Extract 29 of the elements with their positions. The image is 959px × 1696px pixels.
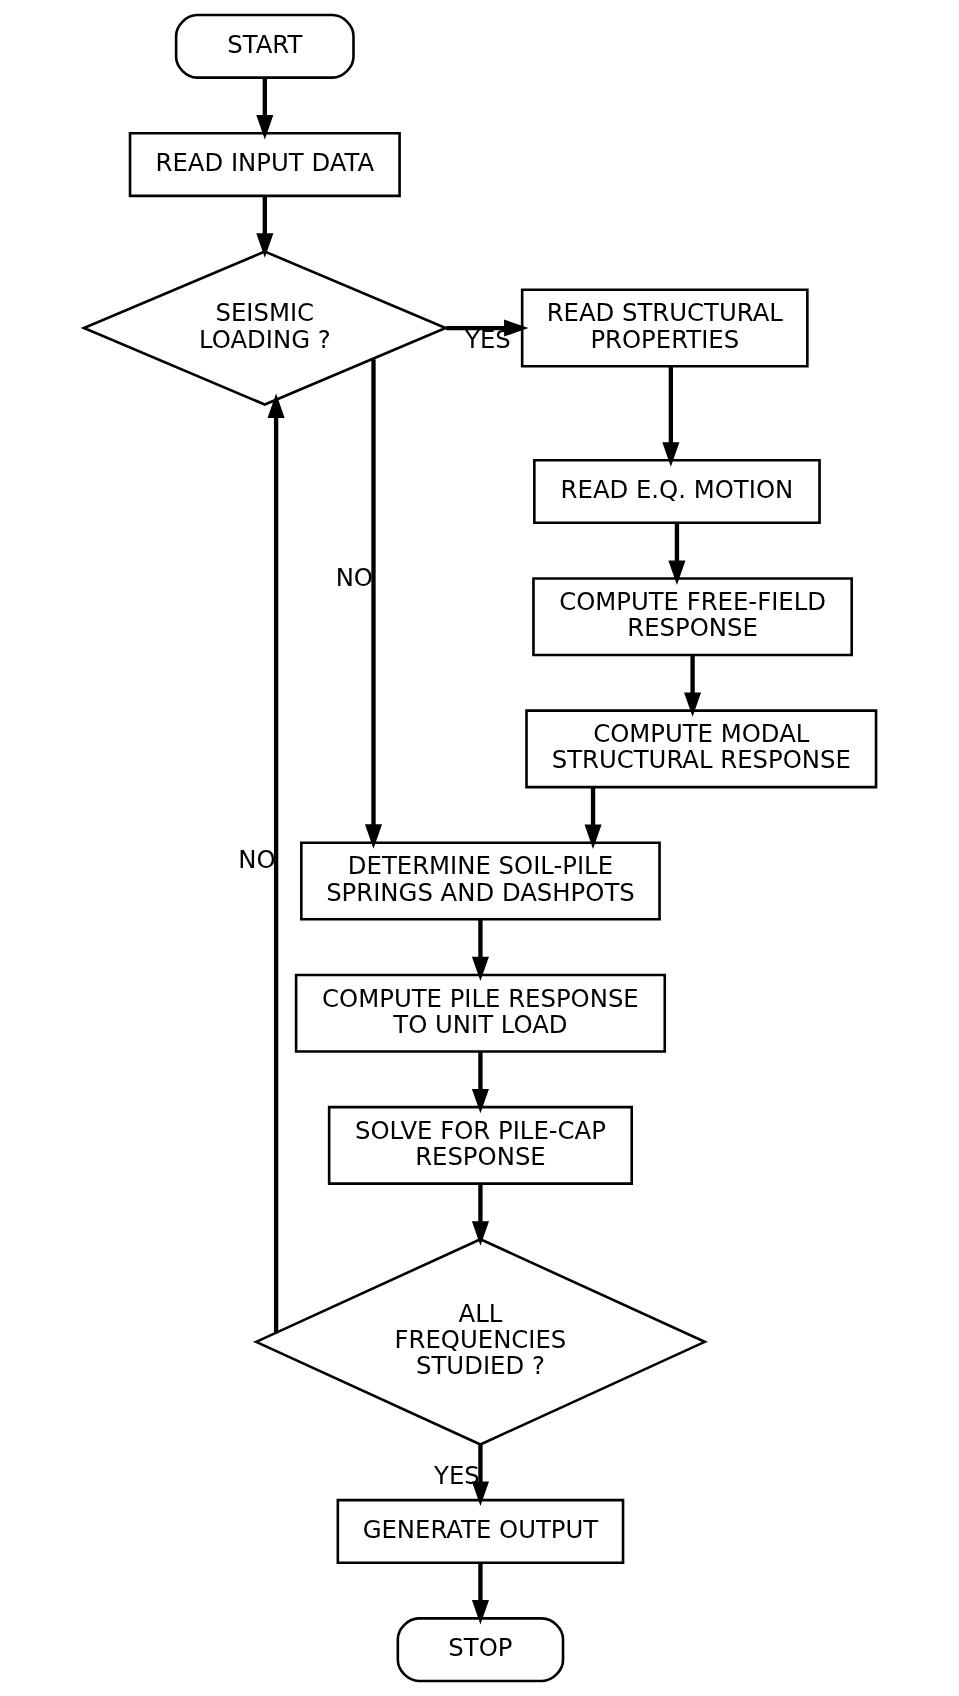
edge-label: NO bbox=[237, 844, 276, 874]
node-box: READ E.Q. MOTION bbox=[532, 458, 821, 525]
node-box: COMPUTE MODAL STRUCTURAL RESPONSE bbox=[524, 709, 877, 789]
node-box: GENERATE OUTPUT bbox=[336, 1498, 624, 1564]
arrow bbox=[267, 393, 285, 1333]
node-box: SOLVE FOR PILE-CAP RESPONSE bbox=[327, 1105, 633, 1185]
node-box: READ STRUCTURAL PROPERTIES bbox=[520, 288, 809, 368]
node-diamond: ALL FREQUENCIES STUDIED ? bbox=[252, 1237, 708, 1446]
arrow bbox=[471, 919, 489, 982]
node-box: DETERMINE SOIL-PILE SPRINGS AND DASHPOTS bbox=[299, 841, 661, 921]
arrow bbox=[364, 359, 382, 849]
arrow bbox=[255, 196, 273, 258]
arrow bbox=[667, 523, 685, 585]
node-box: START bbox=[174, 13, 355, 79]
node-box: COMPUTE PILE RESPONSE TO UNIT LOAD bbox=[294, 973, 666, 1053]
arrow bbox=[471, 1183, 489, 1246]
node-box: READ INPUT DATA bbox=[128, 132, 401, 198]
arrow bbox=[584, 787, 602, 849]
arrow bbox=[683, 655, 701, 717]
arrow bbox=[471, 1444, 489, 1506]
node-box: COMPUTE FREE-FIELD RESPONSE bbox=[531, 577, 853, 657]
arrow bbox=[661, 366, 679, 467]
node-box: STOP bbox=[396, 1617, 564, 1683]
arrow bbox=[471, 1563, 489, 1625]
edge-label: YES bbox=[464, 324, 511, 354]
arrow bbox=[471, 1052, 489, 1114]
arrow bbox=[255, 78, 273, 140]
node-diamond: SEISMIC LOADING ? bbox=[80, 250, 449, 406]
arrow bbox=[445, 319, 528, 337]
